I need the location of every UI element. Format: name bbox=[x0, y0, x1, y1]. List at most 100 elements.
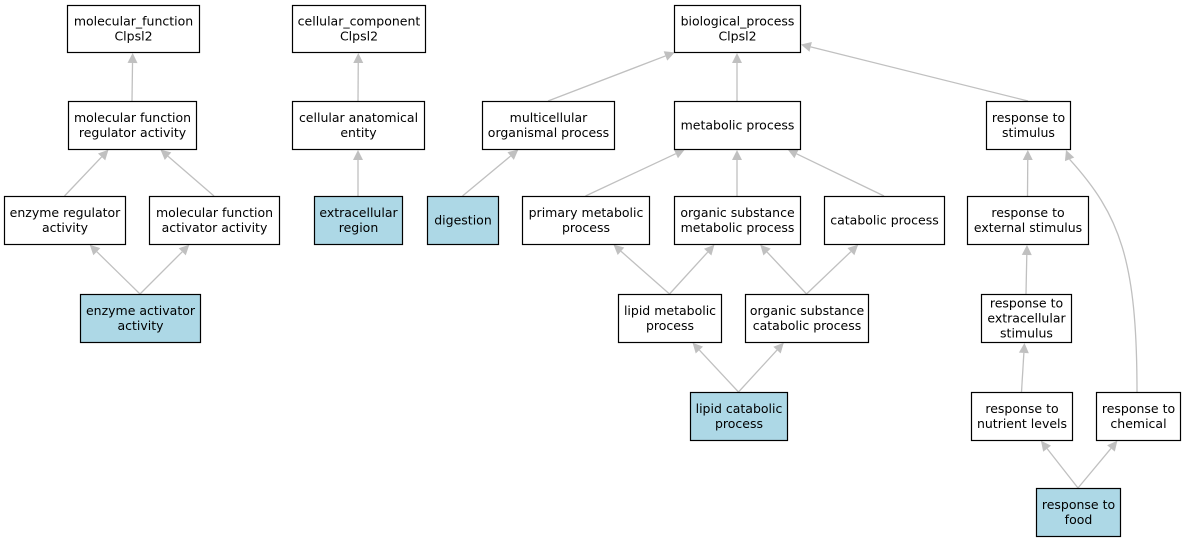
node-box bbox=[617, 293, 723, 344]
node-label-line: cellular anatomical bbox=[299, 110, 418, 125]
node-box bbox=[67, 100, 198, 151]
node-box bbox=[313, 195, 404, 246]
node-label-line: nutrient levels bbox=[977, 416, 1067, 431]
node-label-line: biological_process bbox=[681, 14, 795, 29]
node-label-line: Clpsl2 bbox=[718, 29, 756, 44]
node-box bbox=[481, 100, 616, 151]
edge-organic_metabolic-to-metabolic bbox=[732, 150, 742, 196]
node-label-line: entity bbox=[340, 125, 377, 140]
edge-metabolic-to-bp_root bbox=[732, 53, 742, 101]
node-label-line: organic substance bbox=[680, 205, 795, 220]
node-label-line: response to bbox=[991, 205, 1064, 220]
node-label-line: Clpsl2 bbox=[114, 29, 152, 44]
edge-primary_metabolic-to-metabolic bbox=[585, 149, 685, 197]
node-box bbox=[985, 100, 1072, 151]
edge-response_extracellular-to-response_external bbox=[1021, 244, 1032, 295]
node-label-line: chemical bbox=[1110, 416, 1166, 431]
node-label-line: metabolic process bbox=[681, 118, 795, 133]
edge-response_nutrient-to-response_extracellular bbox=[1018, 342, 1029, 393]
node-catabolic[interactable]: catabolic process bbox=[823, 195, 946, 246]
node-label-line: response to bbox=[1042, 497, 1115, 512]
edge-extracellular_region-to-cell_anatomical bbox=[353, 150, 363, 196]
node-box bbox=[673, 195, 802, 246]
edge-response_stimulus-to-bp_root bbox=[800, 42, 1029, 102]
edge-enzyme_activator-to-mf_activator bbox=[139, 244, 190, 295]
node-box bbox=[79, 293, 202, 344]
node-digestion[interactable]: digestion bbox=[426, 195, 500, 246]
node-box bbox=[1095, 391, 1182, 442]
node-label-line: lipid catabolic bbox=[696, 401, 783, 416]
node-label-line: molecular function bbox=[156, 205, 273, 220]
node-label-line: enzyme regulator bbox=[10, 205, 122, 220]
node-label-line: enzyme activator bbox=[86, 303, 196, 318]
node-box bbox=[426, 195, 500, 246]
edge-organic_catabolic-to-organic_metabolic bbox=[760, 244, 807, 295]
node-box bbox=[823, 195, 946, 246]
edge-lipid_catabolic-to-lipid_metabolic bbox=[692, 342, 739, 393]
node-box bbox=[689, 391, 789, 442]
node-label-line: response to bbox=[990, 296, 1063, 311]
node-label-line: regulator activity bbox=[79, 125, 187, 140]
node-label-line: digestion bbox=[434, 213, 492, 228]
node-label-line: response to bbox=[1102, 401, 1175, 416]
node-label-line: primary metabolic bbox=[529, 205, 644, 220]
node-box bbox=[66, 4, 201, 54]
node-label-line: process bbox=[562, 220, 610, 235]
edge-response_chemical-to-response_stimulus bbox=[1064, 150, 1138, 393]
node-label-line: activity bbox=[42, 220, 89, 235]
node-label-line: extracellular bbox=[987, 311, 1066, 326]
node-metabolic[interactable]: metabolic process bbox=[673, 100, 802, 151]
edges-layer bbox=[64, 42, 1138, 489]
node-box bbox=[148, 195, 281, 246]
edge-organic_catabolic-to-catabolic bbox=[806, 244, 859, 295]
node-box bbox=[966, 195, 1090, 246]
node-label-line: activity bbox=[117, 318, 164, 333]
node-label-line: Clpsl2 bbox=[340, 29, 378, 44]
node-box bbox=[3, 195, 127, 246]
node-label-line: process bbox=[646, 318, 694, 333]
edge-catabolic-to-metabolic bbox=[787, 149, 885, 197]
node-label-line: multicellular bbox=[510, 110, 589, 125]
node-box bbox=[673, 100, 802, 151]
node-label-line: food bbox=[1065, 512, 1093, 527]
edge-lipid_metabolic-to-organic_metabolic bbox=[669, 244, 715, 295]
node-box bbox=[1035, 487, 1122, 538]
node-label-line: molecular function bbox=[74, 110, 191, 125]
node-label-line: catabolic process bbox=[753, 318, 862, 333]
node-label-line: response to bbox=[985, 401, 1058, 416]
node-box bbox=[980, 293, 1073, 344]
node-box bbox=[744, 293, 870, 344]
node-label-line: external stimulus bbox=[974, 220, 1082, 235]
edge-response_external-to-response_stimulus bbox=[1022, 149, 1033, 197]
node-label-line: process bbox=[715, 416, 763, 431]
edge-cell_anatomical-to-cc_root bbox=[353, 52, 364, 102]
node-box bbox=[521, 195, 651, 246]
edge-multicellular-to-bp_root bbox=[547, 51, 675, 102]
edge-lipid_metabolic-to-primary_metabolic bbox=[613, 244, 670, 295]
node-label-line: organismal process bbox=[488, 125, 609, 140]
edge-response_food-to-response_nutrient bbox=[1040, 440, 1079, 489]
